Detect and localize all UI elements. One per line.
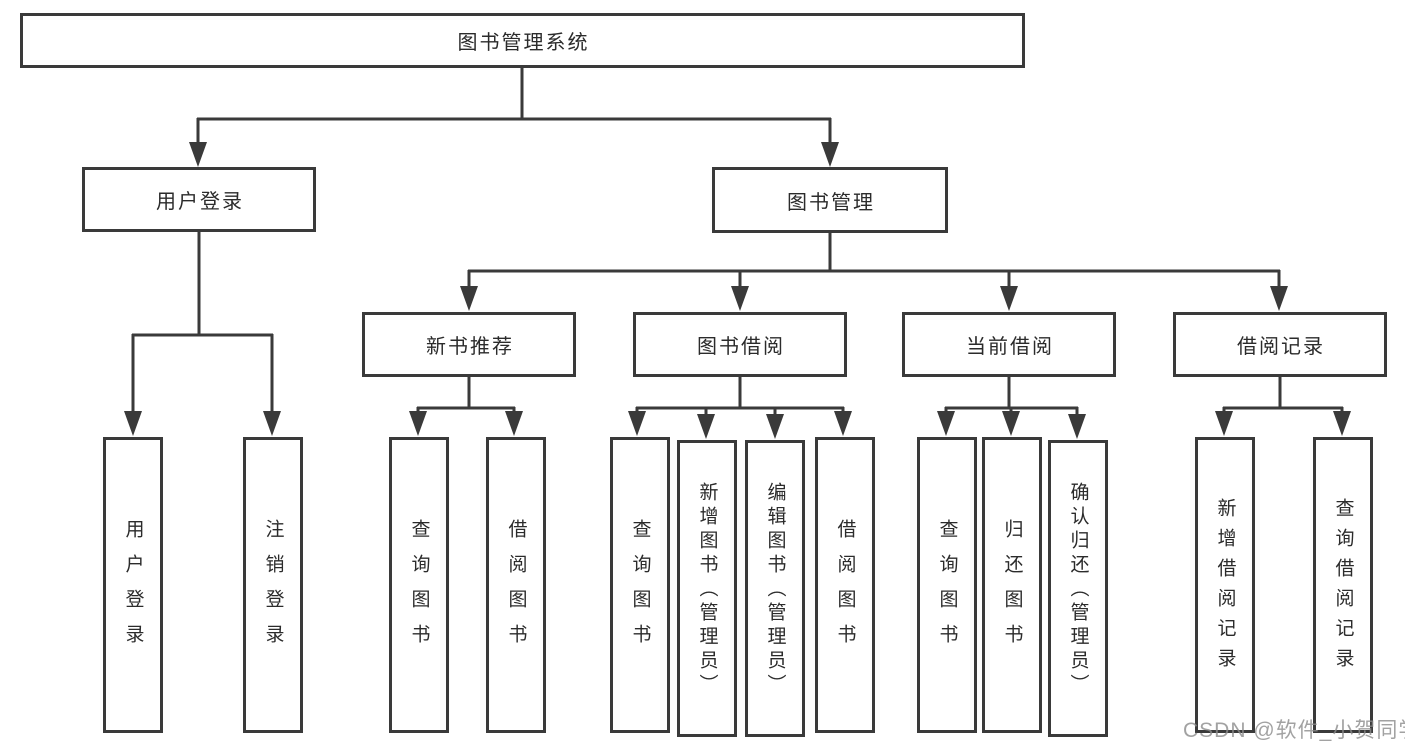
node-book-management: 图书管理 xyxy=(712,167,948,233)
leaf-borrow-books-borrowing-label: 借阅图书 xyxy=(834,519,856,659)
node-user-login-label: 用户登录 xyxy=(156,191,244,213)
leaf-query-books-recommend-label: 查询图书 xyxy=(408,519,430,659)
leaf-query-borrow-record-label: 查询借阅记录 xyxy=(1332,498,1354,678)
node-root-label: 图书管理系统 xyxy=(457,32,590,54)
node-book-borrowing-label: 图书借阅 xyxy=(697,336,785,358)
leaf-confirm-return-admin-label: 确认归还（管理员） xyxy=(1067,482,1089,698)
node-root: 图书管理系统 xyxy=(20,13,1025,68)
leaf-edit-books-admin: 编辑图书（管理员） xyxy=(745,440,805,737)
node-new-book-recommend: 新书推荐 xyxy=(362,312,576,377)
leaf-add-books-admin-label: 新增图书（管理员） xyxy=(696,482,718,698)
leaf-edit-books-admin-label: 编辑图书（管理员） xyxy=(764,482,786,698)
leaf-query-borrow-record: 查询借阅记录 xyxy=(1313,437,1373,733)
leaf-logout-login: 注销登录 xyxy=(243,437,303,733)
leaf-query-books-recommend: 查询图书 xyxy=(389,437,449,733)
leaf-query-books-current: 查询图书 xyxy=(917,437,977,733)
node-new-book-recommend-label: 新书推荐 xyxy=(426,336,514,358)
leaf-borrow-books-recommend: 借阅图书 xyxy=(486,437,546,733)
leaf-return-books: 归还图书 xyxy=(982,437,1042,733)
leaf-add-borrow-record-label: 新增借阅记录 xyxy=(1214,498,1236,678)
leaf-borrow-books-recommend-label: 借阅图书 xyxy=(505,519,527,659)
leaf-add-books-admin: 新增图书（管理员） xyxy=(677,440,737,737)
leaf-borrow-books-borrowing: 借阅图书 xyxy=(815,437,875,733)
leaf-user-login-label: 用户登录 xyxy=(122,519,144,659)
node-book-management-label: 图书管理 xyxy=(787,191,875,214)
node-book-borrowing: 图书借阅 xyxy=(633,312,847,377)
leaf-query-books-borrowing-label: 查询图书 xyxy=(629,519,651,659)
node-borrowing-records: 借阅记录 xyxy=(1173,312,1387,377)
node-current-borrowing-label: 当前借阅 xyxy=(966,336,1054,358)
leaf-query-books-borrowing: 查询图书 xyxy=(610,437,670,733)
node-borrowing-records-label: 借阅记录 xyxy=(1237,336,1325,358)
leaf-logout-login-label: 注销登录 xyxy=(262,519,284,659)
leaf-return-books-label: 归还图书 xyxy=(1001,519,1023,659)
leaf-confirm-return-admin: 确认归还（管理员） xyxy=(1048,440,1108,737)
leaf-add-borrow-record: 新增借阅记录 xyxy=(1195,437,1255,733)
node-current-borrowing: 当前借阅 xyxy=(902,312,1116,377)
watermark: CSDN @软件_小贺同学 xyxy=(1183,719,1405,742)
node-user-login: 用户登录 xyxy=(82,167,316,232)
leaf-query-books-current-label: 查询图书 xyxy=(936,519,958,659)
leaf-user-login: 用户登录 xyxy=(103,437,163,733)
